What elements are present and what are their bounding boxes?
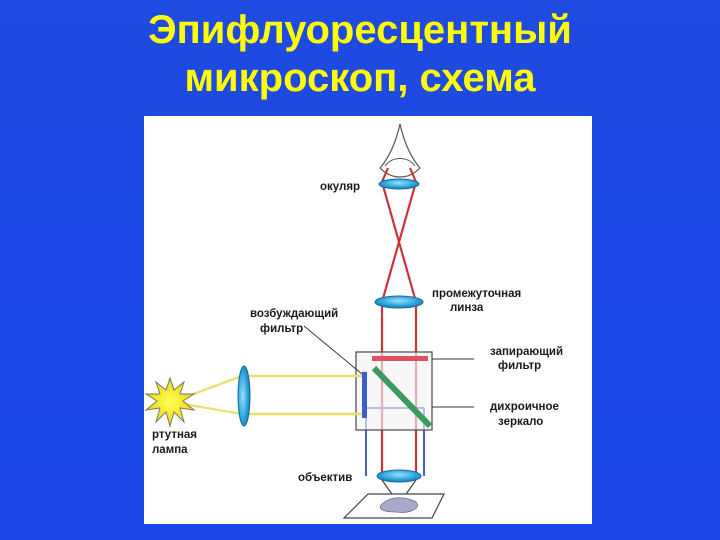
label-dichroic-mirror-1: дихроичное	[490, 401, 559, 413]
slide-title: Эпифлуоресцентный микроскоп, схема	[0, 6, 720, 102]
label-lamp-1: ртутная	[152, 429, 197, 441]
title-line-1: Эпифлуоресцентный	[148, 8, 572, 52]
eye-icon	[379, 123, 421, 178]
excitation-filter	[362, 372, 367, 418]
microscope-diagram: окуляр промежуточная линза возбуждающий …	[144, 123, 563, 519]
eyepiece-lens	[378, 178, 420, 190]
intermediate-lens	[374, 295, 424, 309]
objective-lens	[376, 469, 422, 483]
barrier-filter	[372, 356, 428, 361]
label-intermediate-lens-2: линза	[450, 302, 484, 314]
label-lamp-2: лампа	[152, 444, 188, 456]
diagram-panel: окуляр промежуточная линза возбуждающий …	[144, 116, 592, 524]
label-leaders	[303, 325, 474, 408]
label-dichroic-mirror-2: зеркало	[498, 416, 543, 428]
label-barrier-filter-1: запирающий	[490, 346, 563, 358]
label-intermediate-lens-1: промежуточная	[432, 288, 521, 300]
label-barrier-filter-2: фильтр	[498, 360, 541, 372]
specimen-slide	[342, 493, 445, 519]
label-objective: объектив	[298, 472, 352, 484]
label-excitation-filter-2: фильтр	[260, 323, 303, 335]
collector-lens	[237, 365, 251, 427]
label-eyepiece: окуляр	[320, 181, 360, 193]
excitation-beam	[171, 374, 366, 416]
title-line-2: микроскоп, схема	[184, 56, 536, 100]
label-excitation-filter-1: возбуждающий	[250, 308, 338, 320]
dichroic-mirror	[371, 365, 433, 429]
mercury-lamp-icon	[144, 376, 196, 428]
